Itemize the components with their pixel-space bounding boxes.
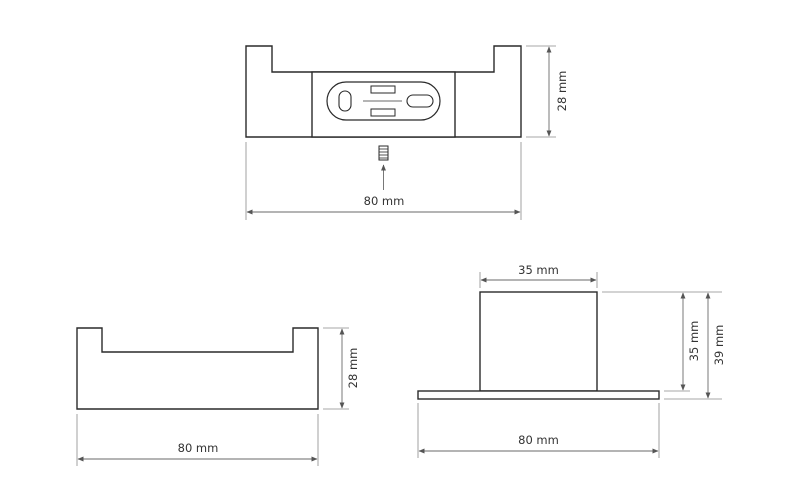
side-view: 35 mm 80 mm 35 mm 39 mm: [417, 263, 726, 458]
top-view: 80 mm 28 mm: [245, 45, 569, 220]
side-block: [479, 291, 598, 392]
side-base-width-label: 80 mm: [518, 433, 559, 447]
top-width-label: 80 mm: [364, 194, 405, 208]
slot-hole-right: [406, 94, 434, 108]
slot-tab-top: [370, 85, 396, 94]
side-top-width-label: 35 mm: [518, 263, 559, 277]
slot-hole-left: [338, 90, 352, 112]
front-width-label: 80 mm: [178, 441, 219, 455]
top-height-label: 28 mm: [555, 71, 569, 112]
front-view-outline: [76, 327, 319, 410]
slot-tab-bottom: [370, 108, 396, 117]
set-screw-icon: [378, 145, 389, 161]
side-block-height-label: 35 mm: [687, 321, 701, 362]
front-view: 80 mm 28 mm: [76, 327, 360, 466]
side-total-height-label: 39 mm: [712, 325, 726, 366]
side-base-plate: [417, 390, 660, 400]
front-height-label: 28 mm: [346, 348, 360, 389]
